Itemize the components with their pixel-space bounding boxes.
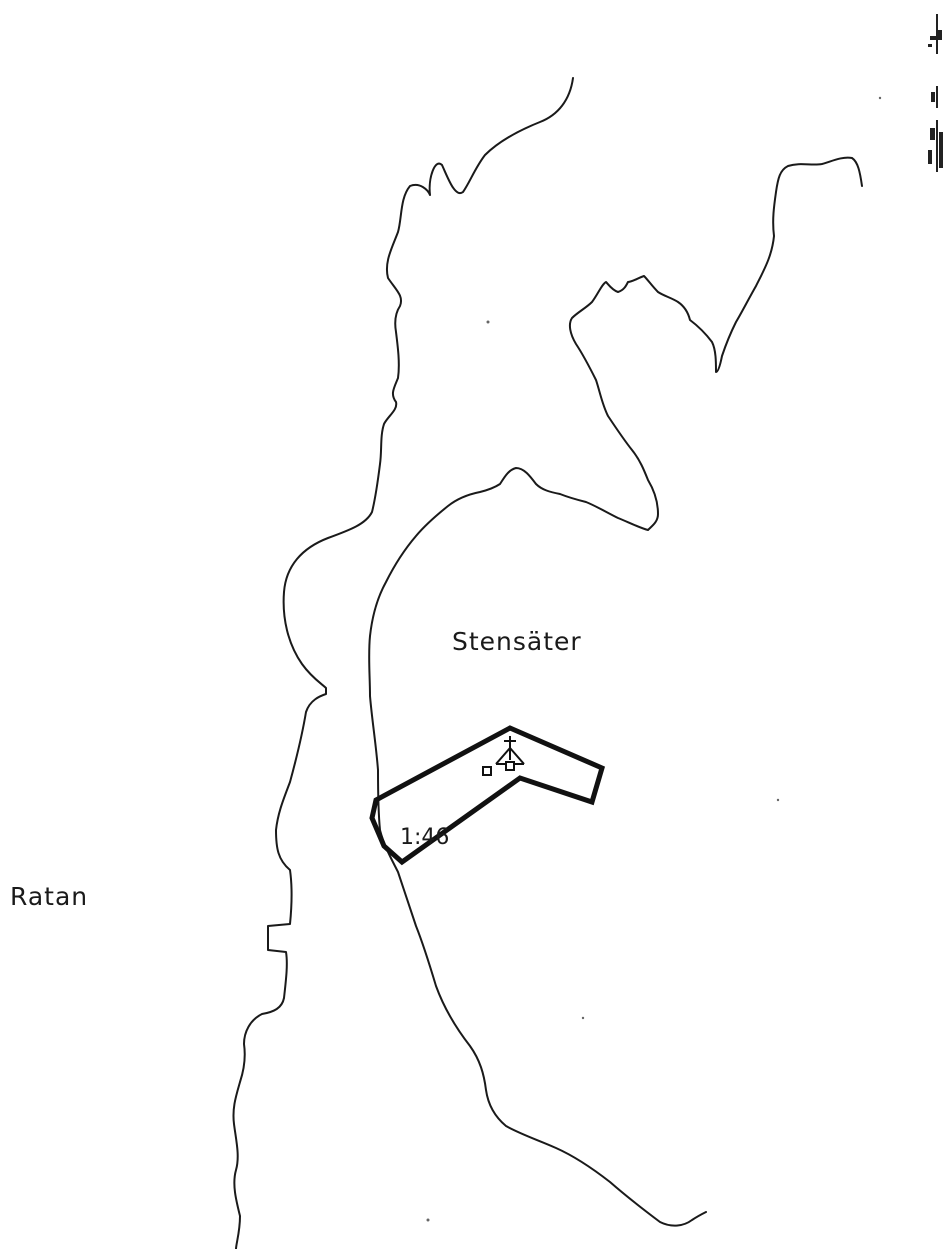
parcel-boundary — [369, 725, 606, 866]
shoreline-west — [232, 77, 574, 1249]
scan-specks — [426, 96, 882, 1222]
place-label-ratan: Ratan — [10, 882, 88, 911]
building-square-icon — [482, 766, 492, 776]
church-symbol — [495, 736, 525, 765]
parcel-label: 1:46 — [400, 825, 449, 850]
place-label-stensater: Stensäter — [452, 627, 582, 656]
shoreline-bay — [368, 156, 863, 1227]
map-legend-marks-icon — [928, 14, 943, 172]
building-square-icon — [505, 761, 515, 771]
